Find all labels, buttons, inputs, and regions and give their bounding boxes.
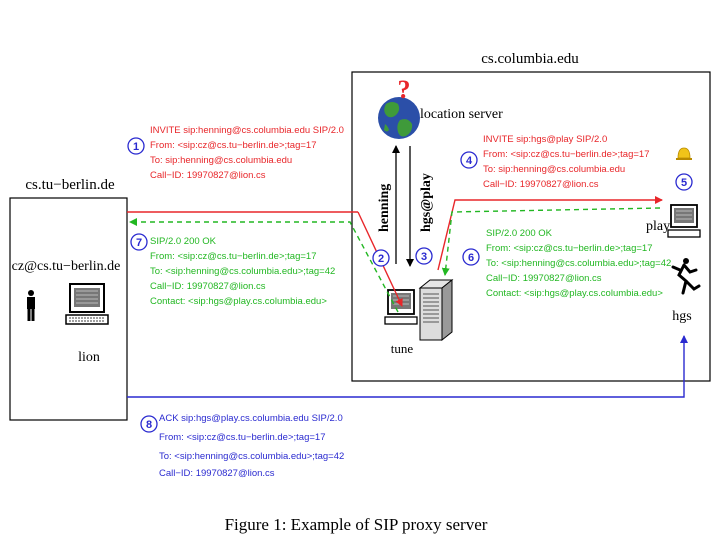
step-7-marker: 7 xyxy=(130,233,148,251)
message-4-invite: INVITE sip:hgs@play SIP/2.0 From: <sip:c… xyxy=(483,134,649,190)
svg-text:Contact: <sip:hgs@play.cs.colu: Contact: <sip:hgs@play.cs.columbia.edu> xyxy=(150,296,327,307)
arrow-ok-to-proxy xyxy=(441,207,661,276)
svg-text:From: <sip:cz@cs.tu−berlin.de>: From: <sip:cz@cs.tu−berlin.de>;tag=17 xyxy=(159,432,325,443)
svg-text:Call−ID: 19970827@lion.cs: Call−ID: 19970827@lion.cs xyxy=(483,179,599,190)
step-1-marker: 1 xyxy=(127,137,145,155)
columbia-domain-box xyxy=(351,71,711,382)
svg-text:2: 2 xyxy=(378,253,384,265)
step-2-marker: 2 xyxy=(372,249,390,267)
hgs-label: hgs xyxy=(672,309,691,324)
terminal-icon xyxy=(667,204,701,238)
svg-text:Call−ID: 19970827@lion.cs: Call−ID: 19970827@lion.cs xyxy=(150,170,266,181)
svg-text:6: 6 xyxy=(468,252,474,264)
svg-text:4: 4 xyxy=(466,155,473,167)
runner-icon xyxy=(671,258,701,295)
message-7-ok: SIP/2.0 200 OK From: <sip:cz@cs.tu−berli… xyxy=(150,236,335,307)
svg-text:To: sip:henning@cs.columbia.ed: To: sip:henning@cs.columbia.edu xyxy=(483,164,625,175)
svg-text:Call−ID: 19970827@lion.cs: Call−ID: 19970827@lion.cs xyxy=(150,281,266,292)
svg-text:SIP/2.0 200 OK: SIP/2.0 200 OK xyxy=(150,236,217,247)
message-6-ok: SIP/2.0 200 OK From: <sip:cz@cs.tu−berli… xyxy=(486,228,671,299)
svg-text:7: 7 xyxy=(136,237,142,249)
bell-icon xyxy=(676,147,692,160)
person-icon xyxy=(27,290,35,321)
berlin-domain-box xyxy=(9,197,128,421)
svg-text:Contact: <sip:hgs@play.cs.colu: Contact: <sip:hgs@play.cs.columbia.edu> xyxy=(486,288,663,299)
terminal-icon xyxy=(65,283,109,325)
svg-text:From: <sip:cz@cs.tu−berlin.de>: From: <sip:cz@cs.tu−berlin.de>;tag=17 xyxy=(150,140,316,151)
arrow-ack-to-play xyxy=(127,335,688,398)
svg-text:INVITE sip:hgs@play SIP/2.0: INVITE sip:hgs@play SIP/2.0 xyxy=(483,134,607,145)
vertical-label-hgs-at-play: hgs@play xyxy=(419,173,434,232)
step-5-marker: 5 xyxy=(675,173,693,191)
globe-icon xyxy=(378,97,420,139)
svg-text:To: <sip:henning@cs.columbia.e: To: <sip:henning@cs.columbia.edu>;tag=42 xyxy=(150,266,335,277)
svg-text:5: 5 xyxy=(681,177,687,189)
svg-text:To: <sip:henning@cs.columbia.e: To: <sip:henning@cs.columbia.edu>;tag=42 xyxy=(486,258,671,269)
svg-text:To: sip:henning@cs.columbia.ed: To: sip:henning@cs.columbia.edu xyxy=(150,155,292,166)
svg-text:From: <sip:cz@cs.tu−berlin.de>: From: <sip:cz@cs.tu−berlin.de>;tag=17 xyxy=(483,149,649,160)
svg-text:To: <sip:henning@cs.columbia.e: To: <sip:henning@cs.columbia.edu>;tag=42 xyxy=(159,451,344,462)
play-label: play xyxy=(646,219,670,234)
svg-text:Call−ID: 19970827@lion.cs: Call−ID: 19970827@lion.cs xyxy=(486,273,602,284)
figure-caption: Figure 1: Example of SIP proxy server xyxy=(225,515,488,534)
step-8-marker: 8 xyxy=(140,415,158,433)
server-tower-icon xyxy=(418,278,454,342)
svg-text:SIP/2.0 200 OK: SIP/2.0 200 OK xyxy=(486,228,553,239)
location-server-question-mark: ? xyxy=(398,75,411,104)
svg-text:From: <sip:cz@cs.tu−berlin.de>: From: <sip:cz@cs.tu−berlin.de>;tag=17 xyxy=(486,243,652,254)
berlin-domain-label: cs.tu−berlin.de xyxy=(25,177,115,193)
arrow-invite-to-play xyxy=(437,196,663,271)
svg-text:8: 8 xyxy=(146,419,152,431)
columbia-domain-label: cs.columbia.edu xyxy=(481,51,579,67)
user-left-label: cz@cs.tu−berlin.de xyxy=(12,259,121,274)
svg-text:INVITE sip:henning@cs.columbia: INVITE sip:henning@cs.columbia.edu SIP/2… xyxy=(150,125,344,136)
step-6-marker: 6 xyxy=(462,248,480,266)
svg-text:From: <sip:cz@cs.tu−berlin.de>: From: <sip:cz@cs.tu−berlin.de>;tag=17 xyxy=(150,251,316,262)
message-1-invite: INVITE sip:henning@cs.columbia.edu SIP/2… xyxy=(150,125,344,181)
svg-text:3: 3 xyxy=(421,251,427,263)
location-server-label: location server xyxy=(420,107,503,122)
message-8-ack: ACK sip:hgs@play.cs.columbia.edu SIP/2.0… xyxy=(159,413,344,479)
svg-text:Call−ID: 19970827@lion.cs: Call−ID: 19970827@lion.cs xyxy=(159,468,275,479)
svg-text:ACK sip:hgs@play.cs.columbia.e: ACK sip:hgs@play.cs.columbia.edu SIP/2.0 xyxy=(159,413,343,424)
lion-label: lion xyxy=(78,350,100,365)
terminal-icon xyxy=(384,289,418,325)
svg-text:1: 1 xyxy=(133,141,139,153)
step-4-marker: 4 xyxy=(460,151,478,169)
arrow-ok-to-caller xyxy=(129,218,399,313)
step-3-marker: 3 xyxy=(415,247,433,265)
vertical-label-henning: henning xyxy=(377,184,392,232)
tune-label: tune xyxy=(391,341,414,356)
